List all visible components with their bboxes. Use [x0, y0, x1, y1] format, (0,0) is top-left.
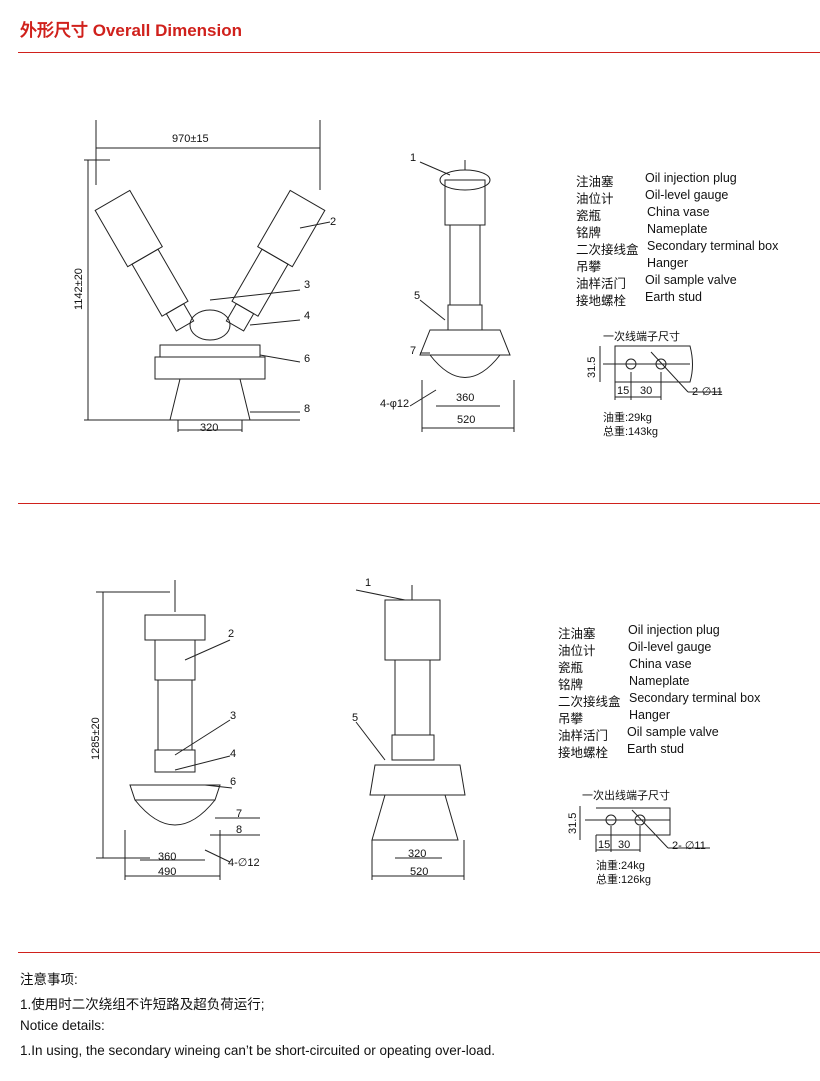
legend-en: Secondary terminal box [629, 691, 761, 705]
notes-heading-cn: 注意事项: [20, 972, 78, 987]
callout-4: 4 [230, 748, 237, 760]
dim-490: 490 [158, 866, 177, 878]
callout-8: 8 [304, 403, 311, 415]
legend-cn: 二次接线盒 [558, 695, 621, 709]
terminal-dim-a: 15 [598, 839, 611, 851]
callout-5: 5 [414, 290, 421, 302]
legend-cn: 吊攀 [558, 712, 584, 726]
legend-cn: 铭牌 [558, 678, 584, 692]
legend-cn: 接地螺栓 [576, 294, 627, 308]
dim-360: 360 [456, 392, 475, 404]
legend-en: Nameplate [647, 222, 708, 236]
terminal-dim-b: 30 [618, 839, 631, 851]
legend-cn: 吊攀 [576, 260, 602, 274]
terminal-holes: 2-∅11 [692, 386, 723, 398]
callout-6: 6 [230, 776, 237, 788]
legend-cn: 油样活门 [576, 277, 627, 291]
dim-height: 1142±20 [73, 268, 85, 310]
legend-cn: 油样活门 [558, 729, 609, 743]
dim-base: 320 [200, 422, 219, 434]
legend-en: China vase [629, 657, 692, 671]
divider [18, 952, 820, 953]
dim-height: 1285±20 [90, 717, 102, 760]
legend-en: Earth stud [627, 742, 684, 756]
legend-cn: 油位计 [576, 192, 614, 206]
terminal-dim-a: 15 [617, 385, 630, 397]
legend-cn: 二次接线盒 [576, 243, 639, 257]
callout-4: 4 [304, 310, 311, 322]
legend-cn: 注油塞 [558, 627, 596, 641]
callout-3: 3 [304, 279, 311, 291]
total-weight: 总重:126kg [596, 874, 652, 886]
callout-7: 7 [410, 345, 417, 357]
callout-3: 3 [230, 710, 237, 722]
callout-7: 7 [236, 808, 243, 820]
drawing-top-side [409, 160, 515, 432]
callout-2: 2 [228, 628, 235, 640]
note-cn: 1.使用时二次绕组不许短路及超负荷运行; [20, 997, 265, 1012]
terminal-title: 一次线端子尺寸 [603, 331, 680, 343]
legend-en: Nameplate [629, 674, 690, 688]
page-title: 外形尺寸 Overall Dimension [20, 21, 242, 40]
legend-cn: 瓷瓶 [576, 209, 602, 223]
dim-hole: 4-φ12 [380, 398, 410, 410]
notes-heading-en: Notice details: [20, 1018, 105, 1033]
terminal-dim-b: 30 [640, 385, 653, 397]
legend-en: Oil sample valve [627, 725, 719, 739]
note-en: 1.In using, the secondary wineing can’t … [20, 1043, 496, 1058]
legend-en: Oil injection plug [645, 171, 737, 185]
legend-en: China vase [647, 205, 710, 219]
drawing-bottom-side [355, 585, 466, 880]
dim-width: 970±15 [172, 133, 209, 145]
dim-320: 320 [408, 848, 427, 860]
legend-en: Hanger [647, 256, 688, 270]
terminal-height: 31.5 [586, 356, 598, 378]
terminal-holes: 2- ∅11 [672, 840, 706, 852]
terminal-diagram-bottom [579, 806, 710, 852]
terminal-title: 一次出线端子尺寸 [582, 790, 670, 802]
terminal-height: 31.5 [567, 812, 579, 834]
dim-hole: 4-∅12 [228, 857, 260, 869]
legend-en: Oil-level gauge [628, 640, 712, 654]
callout-1: 1 [365, 577, 372, 589]
total-weight: 总重:143kg [603, 426, 659, 438]
legend-cn: 接地螺栓 [558, 746, 609, 760]
drawing-bottom-front [96, 580, 260, 880]
legend-en: Hanger [629, 708, 670, 722]
legend-en: Earth stud [645, 290, 702, 304]
callout-6: 6 [304, 353, 311, 365]
legend-cn: 油位计 [558, 644, 596, 658]
dim-360: 360 [158, 851, 177, 863]
legend-cn: 铭牌 [576, 226, 602, 240]
dim-520: 520 [410, 866, 429, 878]
legend-en: Oil-level gauge [645, 188, 729, 202]
legend-cn: 瓷瓶 [558, 661, 584, 675]
dim-520: 520 [457, 414, 476, 426]
callout-8: 8 [236, 824, 243, 836]
divider [18, 52, 820, 53]
divider [18, 503, 820, 504]
legend-en: Oil injection plug [628, 623, 720, 637]
callout-5: 5 [352, 712, 359, 724]
legend-cn: 注油塞 [576, 175, 614, 189]
legend-en: Oil sample valve [645, 273, 737, 287]
callout-2: 2 [330, 216, 337, 228]
oil-weight: 油重:24kg [596, 860, 645, 872]
oil-weight: 油重:29kg [603, 412, 652, 424]
legend-en: Secondary terminal box [647, 239, 779, 253]
callout-1: 1 [410, 152, 417, 164]
terminal-diagram-top [599, 345, 722, 400]
drawing-top-front [84, 120, 331, 432]
